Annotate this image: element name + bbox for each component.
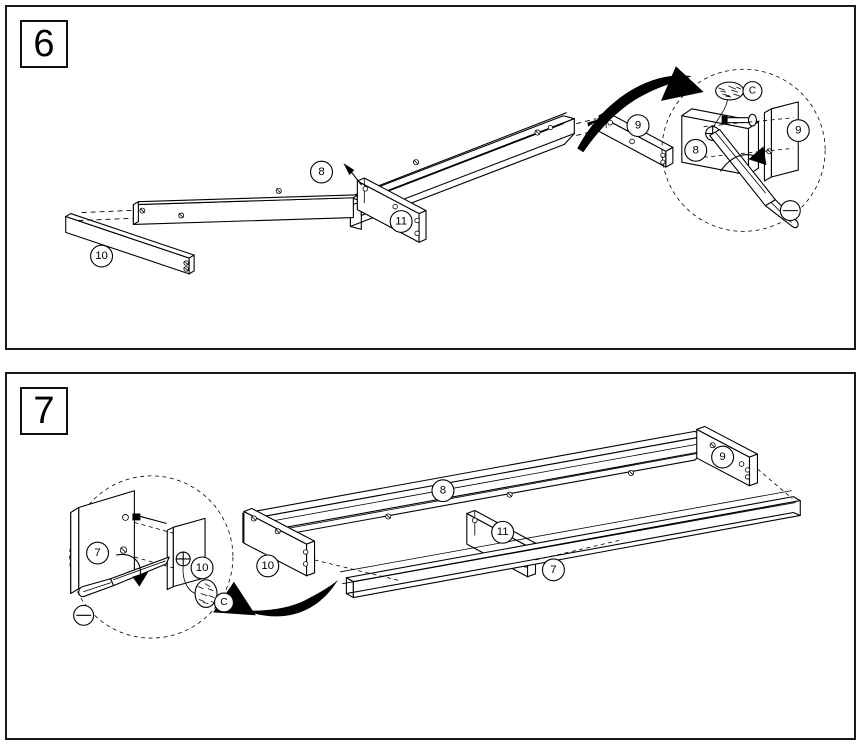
callout-detail-10: 10 xyxy=(190,556,214,580)
callout-label-detail-10: 10 xyxy=(196,562,209,574)
step-number-box-7: 7 xyxy=(20,387,68,435)
part-10-end-rail-left xyxy=(65,213,195,275)
step-number-box-6: 6 xyxy=(20,20,68,68)
callout-label-hardware-c: C xyxy=(749,86,756,97)
callout-label-detail-9: 9 xyxy=(795,125,801,137)
callout-7-frame: 7 xyxy=(541,558,565,582)
callout-11: 11 xyxy=(389,210,413,233)
part-8-left-end xyxy=(132,194,359,225)
step-number-6: 6 xyxy=(33,23,55,65)
callout-hardware-c: C xyxy=(742,81,763,101)
detail-circle-step-7 xyxy=(69,475,234,639)
callout-10: 10 xyxy=(90,244,114,268)
callout-8: 8 xyxy=(310,160,334,184)
assembled-frame xyxy=(242,425,801,599)
step-number-7: 7 xyxy=(33,390,55,432)
turn-direction-minus-icon-6 xyxy=(779,200,801,222)
callout-9: 9 xyxy=(626,114,650,138)
callout-hardware-c-7: C xyxy=(213,592,234,613)
cam-screw-bolt-7 xyxy=(132,513,167,524)
callout-11-frame: 11 xyxy=(491,520,515,544)
callout-9-frame: 9 xyxy=(711,445,735,469)
part-10-frame xyxy=(243,507,316,577)
callout-detail-9: 9 xyxy=(786,119,810,142)
callout-label-detail-7: 7 xyxy=(94,547,100,559)
callout-label-9-frame: 9 xyxy=(719,451,725,463)
callout-label-hardware-c-7: C xyxy=(220,597,227,608)
callout-label-11-frame: 11 xyxy=(497,526,509,538)
callout-label-11: 11 xyxy=(395,216,407,228)
hardware-c-cam-nut-7 xyxy=(182,566,218,608)
callout-label-7-frame: 7 xyxy=(550,564,556,576)
cam-screw-bolt xyxy=(721,113,758,127)
callout-8-frame: 8 xyxy=(431,479,455,503)
step-panel-7: 7 xyxy=(5,372,856,740)
step-panel-6: 6 xyxy=(5,5,856,350)
turn-direction-minus-icon-7 xyxy=(73,604,95,626)
callout-10-frame: 10 xyxy=(256,554,280,578)
step-6-illustration: 8 9 10 11 8 xyxy=(7,7,854,348)
step-7-illustration: 7 8 9 10 11 xyxy=(7,374,854,738)
zoom-arrow-step-6 xyxy=(577,66,704,153)
callout-detail-7: 7 xyxy=(86,541,110,565)
callout-label-10: 10 xyxy=(95,250,108,262)
callout-detail-8: 8 xyxy=(684,138,708,162)
callout-label-detail-8: 8 xyxy=(693,144,699,156)
callout-label-8: 8 xyxy=(318,166,324,178)
callout-label-9: 9 xyxy=(635,120,641,132)
detail-circle-step-6 xyxy=(661,68,826,232)
screwdriver-tool-7 xyxy=(78,553,170,598)
callout-label-8-frame: 8 xyxy=(440,485,446,497)
callout-label-10-frame: 10 xyxy=(261,560,274,572)
